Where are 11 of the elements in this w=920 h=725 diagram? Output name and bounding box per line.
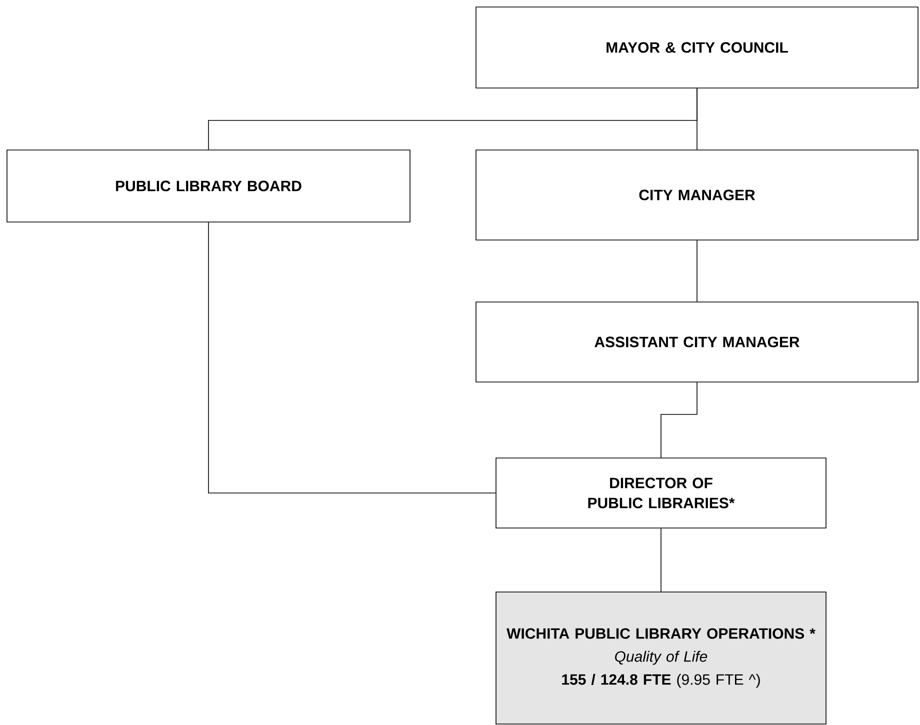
connector-line <box>696 240 698 302</box>
org-box: CITY MANAGER <box>476 150 918 240</box>
org-box: DIRECTOR OF PUBLIC LIBRARIES* <box>496 458 826 528</box>
connector-line <box>208 222 496 494</box>
connector-line <box>208 88 698 150</box>
org-box: MAYOR & CITY COUNCIL <box>476 6 918 88</box>
org-box: WICHITA PUBLIC LIBRARY OPERATIONS * Quality of Life 155 / 124.8 FTE (9.95 FTE ^) <box>496 592 826 724</box>
org-box: PUBLIC LIBRARY BOARD <box>6 150 410 222</box>
connector-line <box>660 382 698 458</box>
connector-line <box>660 528 662 592</box>
org-box: ASSISTANT CITY MANAGER <box>476 302 918 382</box>
